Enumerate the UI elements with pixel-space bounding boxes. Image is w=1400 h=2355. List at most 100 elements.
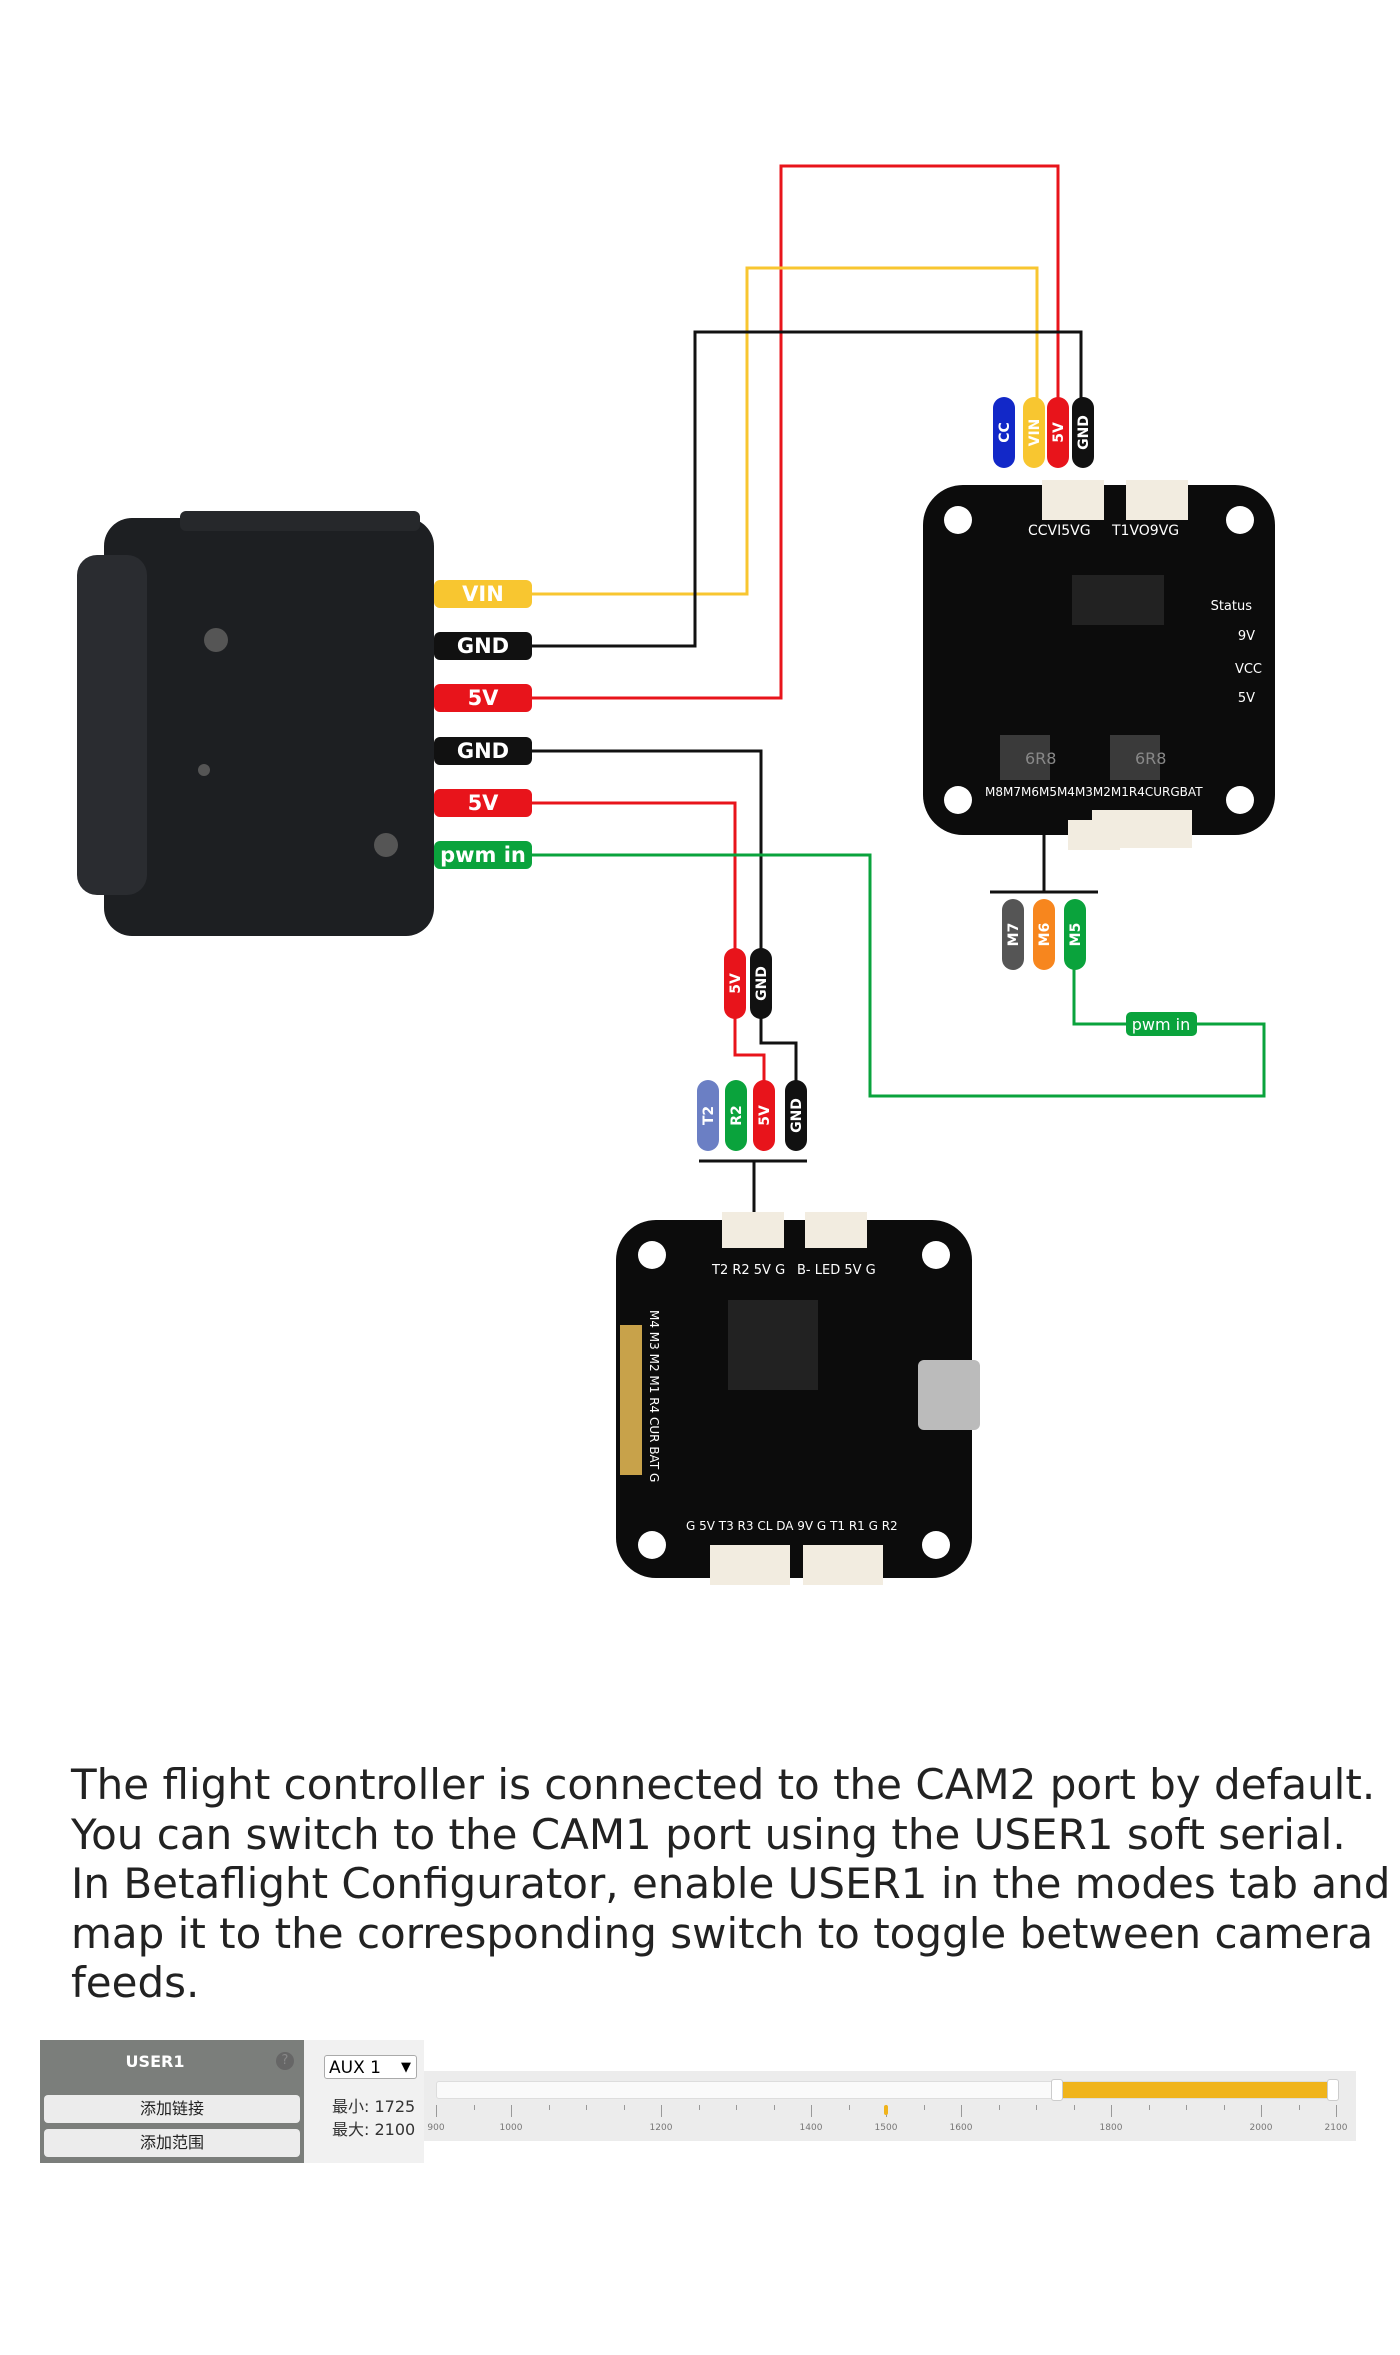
connector-pin: GND	[750, 948, 772, 1019]
connector-pin: 5V	[753, 1080, 775, 1151]
wire-black-gnd-top	[532, 330, 1083, 648]
inductor-label: 6R8	[1135, 749, 1166, 768]
slider-track[interactable]	[436, 2079, 1339, 2101]
help-icon[interactable]: ?	[276, 2052, 294, 2070]
scale-tick-label: 900	[427, 2123, 445, 2133]
channel-select[interactable]: AUX 1 ▼	[324, 2055, 417, 2079]
wire-black-gnd-mid	[532, 749, 763, 950]
pin-label-text: 5V	[1051, 422, 1067, 443]
pin-label-text: 5V	[468, 686, 500, 710]
range-slider: 900 1000 1200 1400 1500 1600 1800 2000 2100	[424, 2071, 1356, 2141]
scale-tick	[586, 2105, 587, 2110]
pin-label-text: M7	[1006, 923, 1022, 947]
scale-tick	[1073, 2105, 1075, 2110]
min-handle[interactable]	[1050, 2079, 1063, 2101]
scale-tick-label: 1500	[874, 2123, 898, 2133]
current-value-marker	[884, 2105, 888, 2115]
pad-label: CCVI5VG	[1028, 523, 1091, 539]
pad-label: M8M7M6M5M4M3M2M1R4CURGBAT	[985, 785, 1203, 799]
description-line: You can switch to the CAM1 port using th…	[71, 1809, 1346, 1859]
wire-green-pwm	[532, 853, 1266, 1098]
description-line: map it to the corresponding switch to to…	[71, 1908, 1374, 1958]
wire-green-pwm-m5	[1072, 968, 1126, 1026]
scale-tick-label: 1000	[499, 2123, 523, 2133]
camera-pin-label: GND	[434, 632, 532, 660]
pin-label-text: T2	[701, 1106, 717, 1125]
scale-tick	[548, 2105, 550, 2110]
max-handle[interactable]	[1327, 2079, 1339, 2101]
led-label: 5V	[1238, 691, 1255, 706]
description: The flight controller is connected to th…	[71, 1760, 1391, 2008]
add-range-button[interactable]: 添加范围	[44, 2129, 300, 2157]
connector-pin: GND	[1072, 397, 1094, 468]
wire-red-5v-mid	[532, 801, 737, 950]
pin-label-text: VIN	[1027, 419, 1043, 447]
connector-pin: 5V	[724, 948, 746, 1019]
mode-panel: USER1 ? 添加链接 添加范围	[40, 2040, 304, 2163]
led-label: VCC	[1235, 662, 1262, 677]
pad-label: T1VO9VG	[1111, 523, 1179, 539]
camera-pin-label: GND	[434, 737, 532, 765]
min-label: 最小: 1725	[332, 2097, 416, 2116]
scale-tick	[998, 2105, 1000, 2110]
pwm-in-tag: pwm in	[1126, 1012, 1197, 1036]
scale-tick-label: 1200	[649, 2123, 673, 2133]
connector-pin: M5	[1064, 899, 1086, 970]
pin-label-text: GND	[457, 634, 509, 658]
inductor-label: 6R8	[1025, 749, 1056, 768]
connector-pin: R2	[725, 1080, 747, 1151]
pin-label-text: GND	[1076, 415, 1092, 450]
range-fill	[1055, 2082, 1337, 2098]
channel-value: AUX 1	[329, 2058, 381, 2078]
mode-name: USER1	[125, 2052, 185, 2071]
scale-tick	[1223, 2105, 1225, 2110]
scale-tick	[961, 2105, 962, 2117]
pwm-in-label: pwm in	[1132, 1015, 1191, 1034]
add-link-button[interactable]: 添加链接	[44, 2095, 300, 2123]
pin-label-text: 5V	[468, 791, 500, 815]
pin-label-text: VIN	[462, 582, 504, 606]
range-settings: AUX 1 ▼ 最小: 1725 最大: 2100	[304, 2040, 424, 2163]
wire-black-gnd-low	[759, 1015, 798, 1085]
scale-tick	[1111, 2105, 1112, 2117]
led-label: 9V	[1238, 629, 1255, 644]
pin-label-text: 5V	[757, 1105, 773, 1126]
scale-tick	[473, 2105, 475, 2110]
scale-tick-label: 1400	[799, 2123, 823, 2133]
pad-label: B- LED 5V G	[797, 1263, 876, 1278]
scale-tick	[1186, 2105, 1187, 2110]
connector-pin: M7	[1002, 899, 1024, 970]
scale-tick	[1261, 2105, 1262, 2117]
pin-label-text: GND	[754, 966, 770, 1001]
pad-label: T2 R2 5V G	[711, 1263, 785, 1278]
wiring-diagram: VIN GND 5V GND 5V pwm in 6R8 6R8 CCVI5VG T1VO…	[77, 164, 1275, 1585]
scale-tick	[623, 2105, 625, 2110]
scale-tick	[511, 2105, 512, 2117]
scale-tick-label: 1800	[1099, 2123, 1123, 2133]
scale-tick	[436, 2105, 437, 2117]
camera-pin-label: 5V	[434, 684, 532, 712]
scale-tick	[1148, 2105, 1150, 2110]
scale-tick	[1298, 2105, 1300, 2110]
wire-yellow-vin	[532, 266, 1039, 596]
scale-tick	[848, 2105, 850, 2110]
scale-tick-label: 1600	[949, 2123, 973, 2133]
description-line: The flight controller is connected to th…	[71, 1760, 1376, 1809]
camera-pin-label: VIN	[434, 580, 532, 608]
connector-pin: 5V	[1047, 397, 1069, 468]
connector-pin: GND	[785, 1080, 807, 1151]
description-line: In Betaflight Configurator, enable USER1…	[71, 1859, 1391, 1908]
camera-pin-label: 5V	[434, 789, 532, 817]
camera-module	[77, 511, 434, 936]
wire-red-5v-top	[532, 164, 1060, 700]
scale-tick	[1336, 2105, 1337, 2117]
led-label: Status	[1211, 599, 1253, 614]
pin-label-text: GND	[457, 739, 509, 763]
chevron-down-icon: ▼	[401, 2060, 411, 2075]
pin-label-text: CC	[997, 422, 1013, 443]
scale-tick-label: 2000	[1249, 2123, 1273, 2133]
scale-tick-label: 2100	[1324, 2123, 1348, 2133]
max-label: 最大: 2100	[332, 2120, 416, 2139]
pad-label: M4 M3 M2 M1 R4 CUR BAT G	[647, 1310, 661, 1482]
flight-controller-board: T2 R2 5V G B- LED 5V G G 5V T3 R3 CL DA …	[616, 1212, 980, 1585]
